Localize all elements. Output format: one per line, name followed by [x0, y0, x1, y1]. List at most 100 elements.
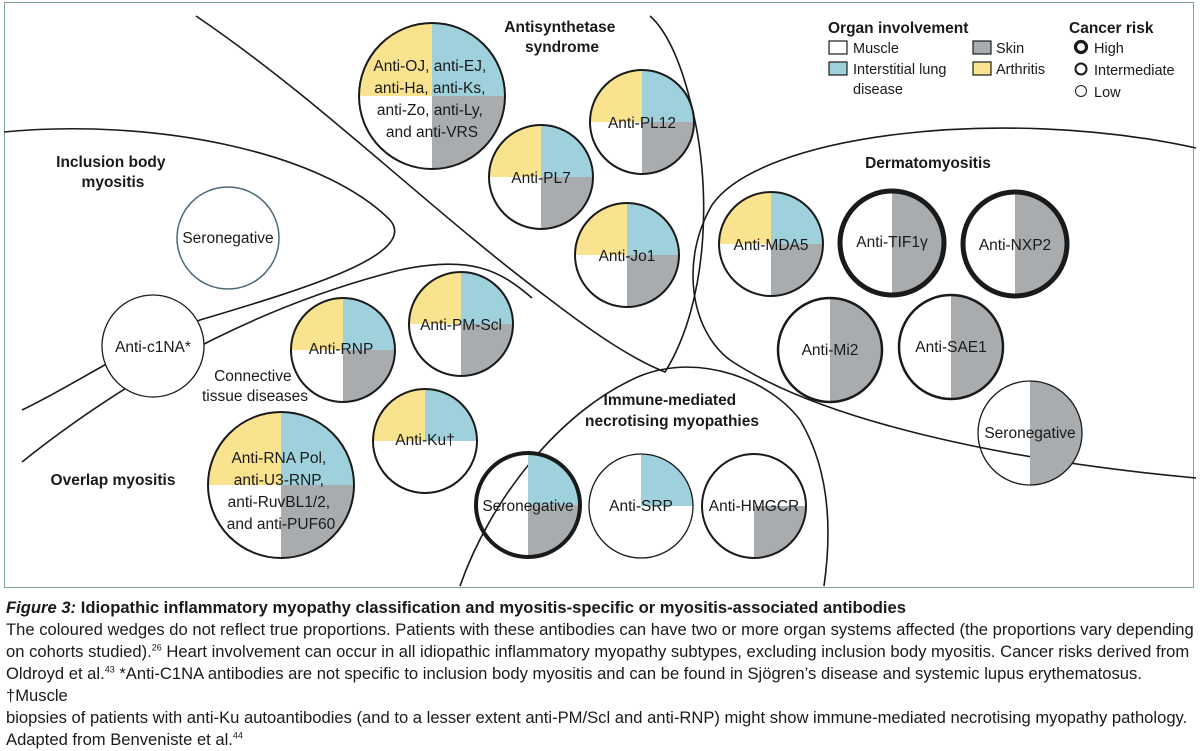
- region-imnm: Immune-mediated necrotising myopathies: [585, 392, 759, 430]
- wedge-ild: [541, 125, 593, 177]
- legend-muscle-swatch: [828, 40, 848, 55]
- antibody-outline: [588, 453, 694, 559]
- region-ctd-line: tissue diseases: [202, 388, 308, 405]
- antibody-label: Anti-PM-Scl: [420, 317, 502, 334]
- antibody-label-line: anti-Ha, anti-Ks,: [374, 80, 485, 97]
- caption-ref-superscript: 44: [232, 730, 243, 741]
- legend-ild-label: Interstitial lung disease: [853, 62, 951, 98]
- legend-intermediate-risk-symbol: [1074, 62, 1088, 76]
- wedge-skin: [528, 505, 580, 557]
- region-imnm-line: Immune-mediated: [604, 392, 737, 409]
- legend-ild-line: Interstitial lung: [853, 62, 947, 78]
- antibody-label: Anti-RNP: [309, 341, 374, 358]
- antibody-outline: [176, 186, 280, 290]
- caption-title: Figure 3: Idiopathic inflammatory myopat…: [6, 597, 1194, 619]
- figure-frame: [4, 2, 1194, 588]
- wedge-skin: [343, 350, 395, 402]
- wedge-skin: [830, 298, 882, 402]
- wedge-skin: [627, 255, 679, 307]
- wedge-ild: [343, 298, 395, 350]
- antibody-circle-nxp2: Anti-NXP2: [960, 189, 1070, 299]
- antibody-label: Anti-Ku†: [395, 432, 454, 449]
- antibody-label-line: Anti-NXP2: [979, 237, 1051, 254]
- antibody-label: Anti-TIF1γ: [856, 234, 928, 251]
- caption-body: The coloured wedges do not reflect true …: [6, 619, 1194, 751]
- antibody-label-line: and anti-PUF60: [227, 516, 336, 533]
- legend-organ-involvement: Organ involvement Muscle Interstitial lu…: [828, 20, 1045, 98]
- antibody-circle-pm-scl: Anti-PM-Scl: [408, 271, 514, 377]
- region-overlap-myositis: Overlap myositis: [51, 472, 176, 489]
- antibody-circle-pl12: Anti-PL12: [589, 69, 695, 175]
- antibody-label: Anti-OJ, anti-EJ, anti-Ha, anti-Ks, anti…: [373, 58, 490, 141]
- wedge-ild: [641, 454, 693, 506]
- wedge-ild: [528, 453, 580, 505]
- antibody-label-line: anti-RuvBL1/2,: [228, 494, 331, 511]
- wedge-ild: [281, 412, 354, 485]
- wedge-ild: [627, 203, 679, 255]
- caption-title-text: Idiopathic inflammatory myopathy classif…: [80, 598, 906, 617]
- antibody-outline: [207, 411, 355, 559]
- region-overlap-line: Overlap myositis: [51, 472, 176, 489]
- caption-text: The coloured wedges do not reflect true …: [6, 620, 1194, 639]
- wedge-ild: [461, 272, 513, 324]
- region-ibm-line: myositis: [82, 174, 145, 191]
- legend-arthritis-label: Arthritis: [996, 62, 1045, 78]
- region-labels: Antisynthetase syndrome Inclusion body m…: [51, 19, 991, 489]
- antibody-circle-pl7: Anti-PL7: [488, 124, 594, 230]
- antibody-circle-dm-seronegative: Seronegative: [977, 380, 1083, 486]
- antibody-circle-hmgcr: Anti-HMGCR: [701, 453, 807, 559]
- wedge-skin: [461, 324, 513, 376]
- antibody-label-line: anti-Zo, anti-Ly,: [377, 102, 483, 119]
- antibody-label-line: Anti-SRP: [609, 498, 673, 515]
- boundary-overlap-upper: [21, 263, 533, 463]
- antibody-circle-oj-ej-ha-ks-zo-ly-vrs: Anti-OJ, anti-EJ, anti-Ha, anti-Ks, anti…: [358, 22, 506, 170]
- region-inclusion-body-myositis: Inclusion body myositis: [56, 154, 170, 191]
- antibody-outline: [574, 202, 680, 308]
- antibody-label-line: Anti-PM-Scl: [420, 317, 502, 334]
- antibody-label-line: and anti-VRS: [386, 124, 478, 141]
- boundary-imnm-arc: [459, 366, 829, 587]
- legend-high-label: High: [1094, 41, 1124, 57]
- wedge-arthritis: [719, 192, 771, 244]
- legend-intermediate-label: Intermediate: [1094, 63, 1175, 79]
- antibody-circle-imnm-seronegative: Seronegative: [474, 451, 582, 559]
- antibody-circle-srp: Anti-SRP: [588, 453, 694, 559]
- antibody-label-line: Anti-RNA Pol,: [231, 450, 326, 467]
- antibody-label: Anti-HMGCR: [709, 498, 799, 515]
- antibody-label-line: Anti-MDA5: [734, 237, 809, 254]
- caption-ref-superscript: 43: [104, 664, 115, 675]
- caption-text: Oldroyd et al.: [6, 664, 105, 683]
- region-antisynthetase: Antisynthetase syndrome: [504, 19, 619, 56]
- antibody-circle-rna-pol-group: Anti-RNA Pol, anti-U3-RNP, anti-RuvBL1/2…: [207, 411, 355, 559]
- antibody-outline: [897, 293, 1005, 401]
- caption-text: biopsies of patients with anti-Ku autoan…: [6, 708, 1188, 727]
- antibody-outline: [101, 294, 205, 398]
- boundary-dermatomyositis: [692, 127, 1197, 479]
- antibody-label-line: Anti-HMGCR: [709, 498, 799, 515]
- legend-cancer-risk: Cancer risk High Intermediate Low: [1069, 20, 1175, 101]
- antibody-outline: [372, 388, 478, 494]
- antibody-label-line: Seronegative: [984, 425, 1075, 442]
- legend-skin-label: Skin: [996, 41, 1024, 57]
- antibody-outline: [837, 188, 947, 298]
- legend-muscle-label: Muscle: [853, 41, 899, 57]
- region-ibm-line: Inclusion body: [56, 154, 166, 171]
- wedge-skin: [642, 122, 694, 174]
- antibody-label-line: Anti-SAE1: [915, 339, 987, 356]
- antibody-label-line: Seronegative: [482, 498, 573, 515]
- antibody-circle-rnp: Anti-RNP: [290, 297, 396, 403]
- classification-diagram: Antisynthetase syndrome Inclusion body m…: [3, 15, 1197, 587]
- legend-cancer-title: Cancer risk: [1069, 20, 1154, 37]
- antibody-label-line: Anti-Ku†: [395, 432, 454, 449]
- legend-high-risk-symbol: [1073, 39, 1089, 55]
- antibody-label-line: Anti-c1NA*: [115, 339, 191, 356]
- wedge-skin: [432, 96, 505, 169]
- wedge-skin: [951, 295, 1003, 399]
- region-connective-tissue-diseases: Connective tissue diseases: [202, 368, 308, 405]
- antibody-label: Anti-SAE1: [915, 339, 987, 356]
- antibody-outline: [977, 380, 1083, 486]
- wedge-arthritis: [208, 412, 281, 485]
- antibody-label: Anti-PL7: [511, 170, 570, 187]
- antibody-label: Anti-PL12: [608, 115, 676, 132]
- wedge-arthritis: [590, 70, 642, 122]
